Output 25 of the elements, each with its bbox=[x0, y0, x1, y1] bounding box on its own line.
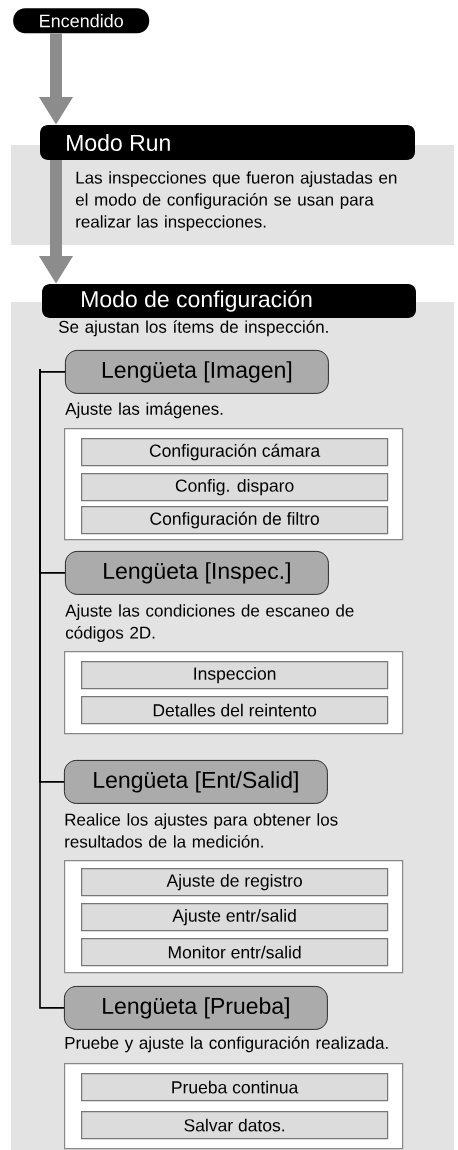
menu-item: Configuración de filtro bbox=[81, 506, 389, 535]
tree-connector bbox=[39, 368, 66, 373]
tab-description: Pruebe y ajuste la configuración realizada. bbox=[65, 1036, 388, 1053]
mode-description: Las inspecciones que fueron ajustadas en el modo de configuración se usan para realizar las inspecciones. bbox=[75, 171, 397, 232]
tab-label: Lengüeta [Prueba] bbox=[64, 986, 328, 1030]
heading-bar: Modo de configuración bbox=[42, 284, 416, 318]
tab-label: Lengüeta [Imagen] bbox=[65, 350, 329, 394]
menu-item: Detalles del reintento bbox=[81, 696, 389, 725]
heading-bar: Modo Run bbox=[40, 125, 415, 160]
tree-connector bbox=[39, 368, 65, 1009]
menu-item: Config. disparo bbox=[81, 473, 389, 502]
mode-description: Se ajustan los ítems de inspección. bbox=[58, 320, 328, 337]
menu-item: Configuración cámara bbox=[81, 438, 389, 467]
power-on-label: Encendido bbox=[13, 8, 150, 34]
menu-item: Ajuste entr/salid bbox=[81, 903, 389, 932]
menu-item: Monitor entr/salid bbox=[81, 938, 389, 967]
tab-description: Ajuste las imágenes. bbox=[65, 402, 223, 419]
tab-description: Realice los ajustes para obtener los resultados de la medición. bbox=[65, 813, 338, 848]
menu-item: Salvar datos. bbox=[81, 1111, 389, 1140]
menu-item: Prueba continua bbox=[81, 1073, 389, 1102]
tab-label: Lengüeta [Inspec.] bbox=[65, 551, 329, 595]
menu-item: Inspeccion bbox=[81, 661, 389, 690]
tab-description: Ajuste las condiciones de escaneo de códigos 2D. bbox=[65, 604, 354, 643]
tab-label: Lengüeta [Ent/Salid] bbox=[64, 760, 328, 804]
menu-item: Ajuste de registro bbox=[81, 868, 389, 897]
